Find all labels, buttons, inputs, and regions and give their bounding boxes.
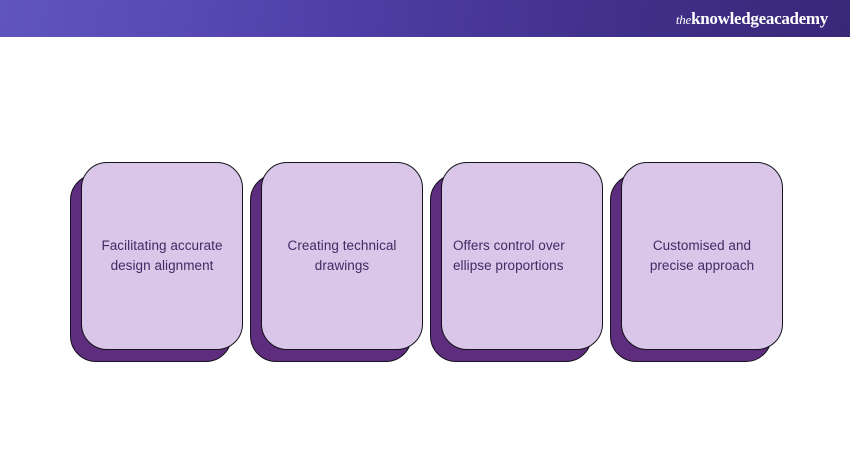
card-facilitating-accurate-design-alignment[interactable]: Facilitating accurate design alignment: [70, 162, 243, 362]
brand-logo-name: knowledgeacademy: [691, 8, 828, 28]
header-bar: theknowledgeacademy: [0, 0, 850, 37]
card-face[interactable]: Customised and precise approach: [621, 162, 783, 350]
card-label: Customised and precise approach: [649, 238, 755, 273]
card-label: Creating technical drawings: [287, 238, 397, 273]
brand-logo: theknowledgeacademy: [676, 10, 828, 28]
brand-logo-prefix: the: [675, 11, 692, 27]
card-label: Offers control over ellipse proportions: [453, 238, 565, 273]
card-label: Facilitating accurate design alignment: [101, 238, 223, 273]
card-customised-and-precise-approach[interactable]: Customised and precise approach: [610, 162, 783, 362]
card-creating-technical-drawings[interactable]: Creating technical drawings: [250, 162, 423, 362]
card-offers-control-over-ellipse-proportions[interactable]: Offers control over ellipse proportions: [430, 162, 603, 362]
card-face[interactable]: Creating technical drawings: [261, 162, 423, 350]
card-face[interactable]: Facilitating accurate design alignment: [81, 162, 243, 350]
card-face[interactable]: Offers control over ellipse proportions: [441, 162, 603, 350]
card-row: Facilitating accurate design alignment C…: [0, 37, 850, 450]
